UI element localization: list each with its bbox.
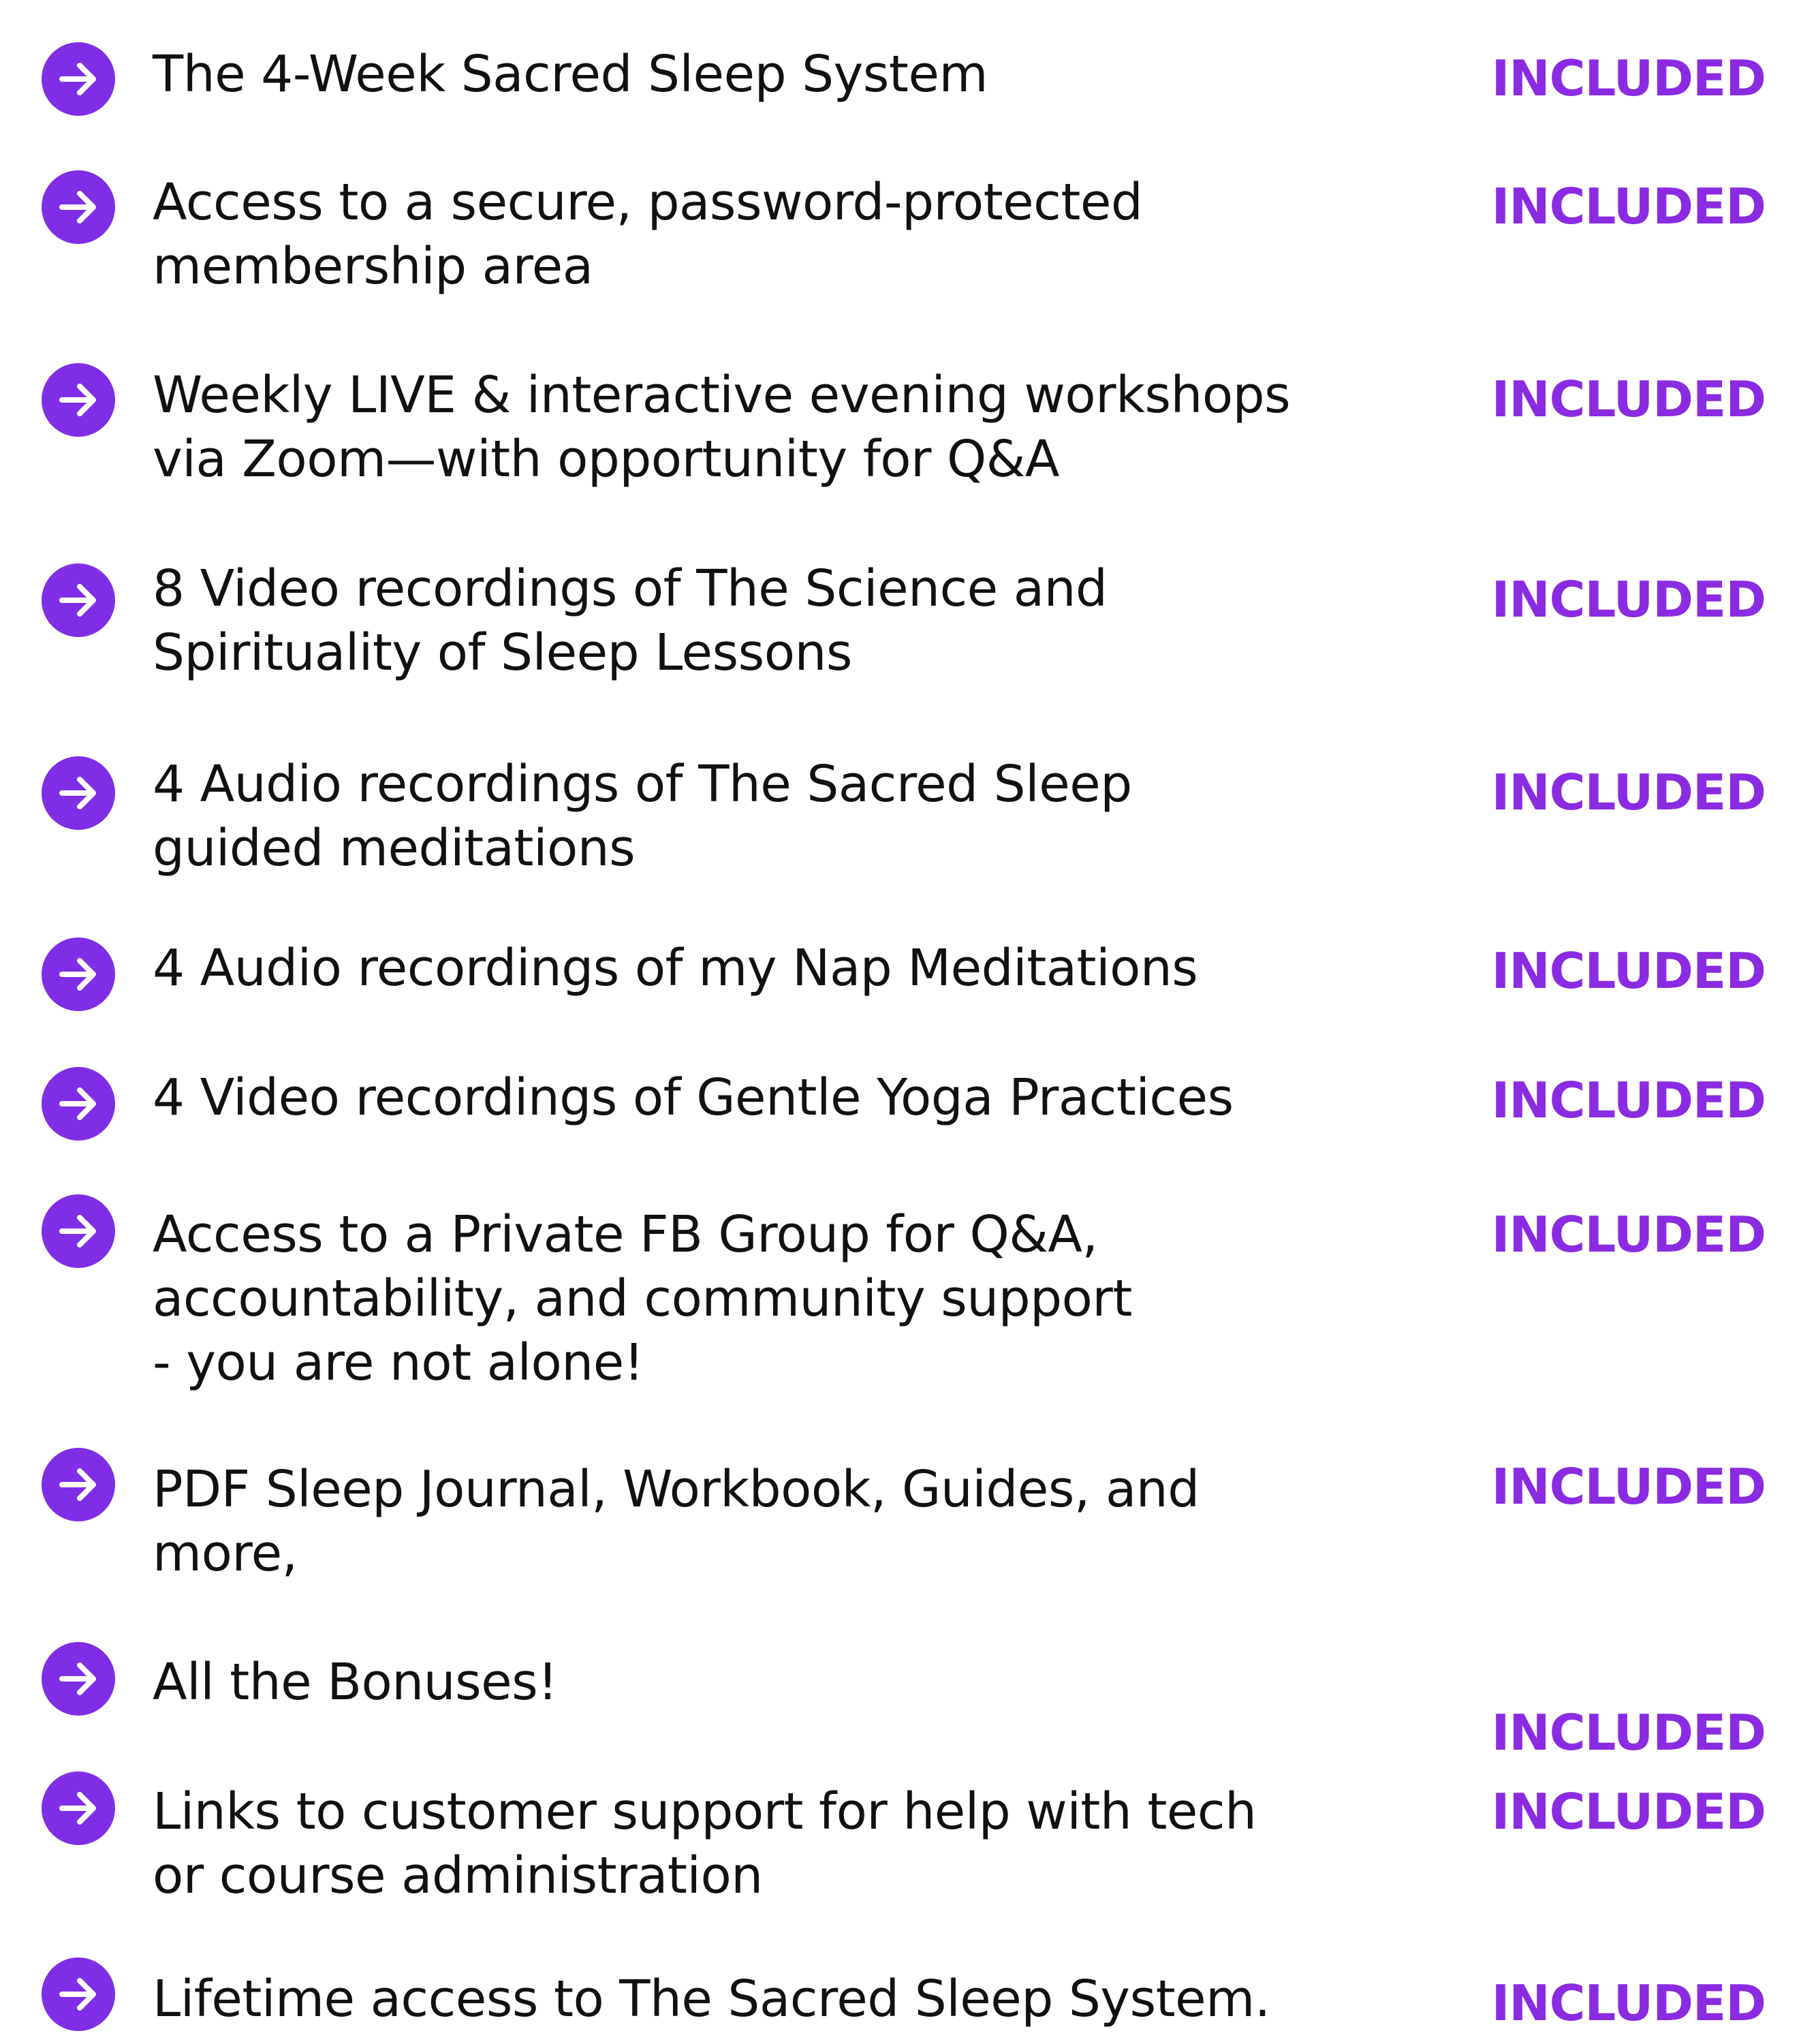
status-included: INCLUDED [1491, 50, 1766, 107]
status-included: INCLUDED [1491, 1783, 1766, 1840]
arrow-right-circle-icon [42, 1771, 115, 1845]
arrow-right-circle-icon [42, 1067, 115, 1141]
feature-text: Links to customer support for help with … [153, 1782, 1257, 1905]
feature-text: Weekly LIVE & interactive evening worksh… [153, 366, 1291, 489]
arrow-right-circle-icon [42, 938, 115, 1011]
feature-text: Lifetime access to The Sacred Sleep Syst… [153, 1970, 1270, 2028]
arrow-right-circle-icon [42, 1957, 115, 2031]
feature-text: PDF Sleep Journal, Workbook, Guides, and… [153, 1460, 1200, 1583]
arrow-right-circle-icon [42, 563, 115, 637]
feature-text: 4 Audio recordings of my Nap Meditations [153, 939, 1198, 997]
feature-text: Access to a secure, password-protected m… [153, 173, 1143, 296]
feature-text: 4 Audio recordings of The Sacred Sleep g… [153, 755, 1132, 878]
status-included: INCLUDED [1491, 1458, 1766, 1515]
status-included: INCLUDED [1491, 371, 1766, 428]
status-included: INCLUDED [1491, 1206, 1766, 1263]
status-included: INCLUDED [1491, 571, 1766, 628]
feature-text: 8 Video recordings of The Science and Sp… [153, 559, 1108, 682]
arrow-right-circle-icon [42, 1642, 115, 1716]
feature-text: All the Bonuses! [153, 1653, 558, 1712]
feature-text: The 4-Week Sacred Sleep System [153, 45, 988, 104]
arrow-right-circle-icon [42, 1448, 115, 1521]
status-included: INCLUDED [1491, 1072, 1766, 1129]
status-included: INCLUDED [1491, 178, 1766, 235]
status-included: INCLUDED [1491, 1704, 1766, 1761]
feature-text: Access to a Private FB Group for Q&A, ac… [153, 1205, 1132, 1392]
arrow-right-circle-icon [42, 756, 115, 830]
arrow-right-circle-icon [42, 363, 115, 437]
status-included: INCLUDED [1491, 942, 1766, 1000]
status-included: INCLUDED [1491, 764, 1766, 821]
arrow-right-circle-icon [42, 42, 115, 116]
arrow-right-circle-icon [42, 1194, 115, 1268]
status-included: INCLUDED [1491, 1975, 1766, 2032]
feature-text: 4 Video recordings of Gentle Yoga Practi… [153, 1068, 1234, 1127]
arrow-right-circle-icon [42, 170, 115, 244]
